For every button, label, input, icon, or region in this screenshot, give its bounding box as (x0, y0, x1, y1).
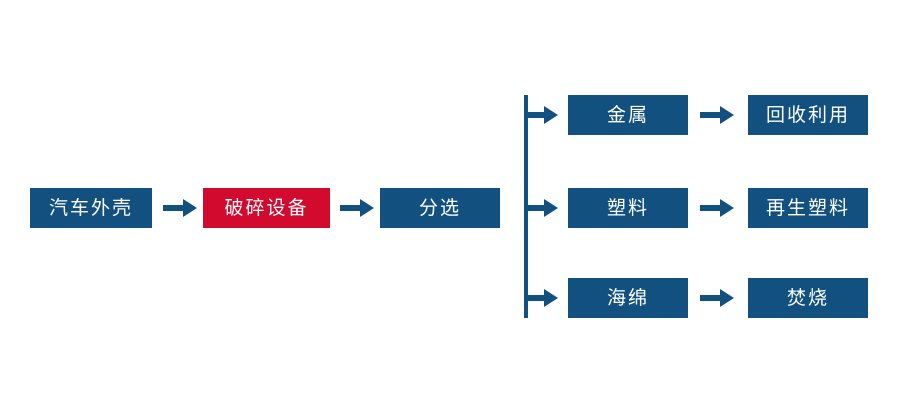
node-recycling-reuse[interactable]: 回收利用 (748, 95, 868, 135)
node-metal-label: 金属 (606, 104, 649, 126)
branch-right-arrow-icon-metal (526, 102, 558, 128)
node-crushing-equipment[interactable]: 破碎设备 (203, 188, 330, 228)
node-incineration-label: 焚烧 (786, 287, 829, 309)
right-arrow-icon-shell-to-crusher (163, 195, 197, 221)
right-arrow-icon-sponge-to-incineration (700, 285, 734, 311)
node-recycled-plastic[interactable]: 再生塑料 (748, 188, 868, 228)
node-recycled-plastic-label: 再生塑料 (765, 197, 850, 219)
node-sponge[interactable]: 海绵 (568, 278, 688, 318)
branch-right-arrow-icon-plastic (526, 195, 558, 221)
node-crushing-equipment-label: 破碎设备 (224, 197, 309, 219)
node-car-shell[interactable]: 汽车外壳 (30, 188, 152, 228)
right-arrow-icon-plastic-to-recycled-plastic (700, 195, 734, 221)
node-plastic-label: 塑料 (606, 197, 649, 219)
right-arrow-icon-metal-to-recycling (700, 102, 734, 128)
right-arrow-icon-crusher-to-sorting (340, 195, 374, 221)
node-sponge-label: 海绵 (606, 287, 649, 309)
node-sorting-label: 分选 (418, 197, 461, 219)
node-incineration[interactable]: 焚烧 (748, 278, 868, 318)
node-recycling-reuse-label: 回收利用 (765, 104, 850, 126)
node-car-shell-label: 汽车外壳 (48, 197, 133, 219)
branch-right-arrow-icon-sponge (526, 285, 558, 311)
node-sorting[interactable]: 分选 (380, 188, 500, 228)
node-metal[interactable]: 金属 (568, 95, 688, 135)
node-plastic[interactable]: 塑料 (568, 188, 688, 228)
